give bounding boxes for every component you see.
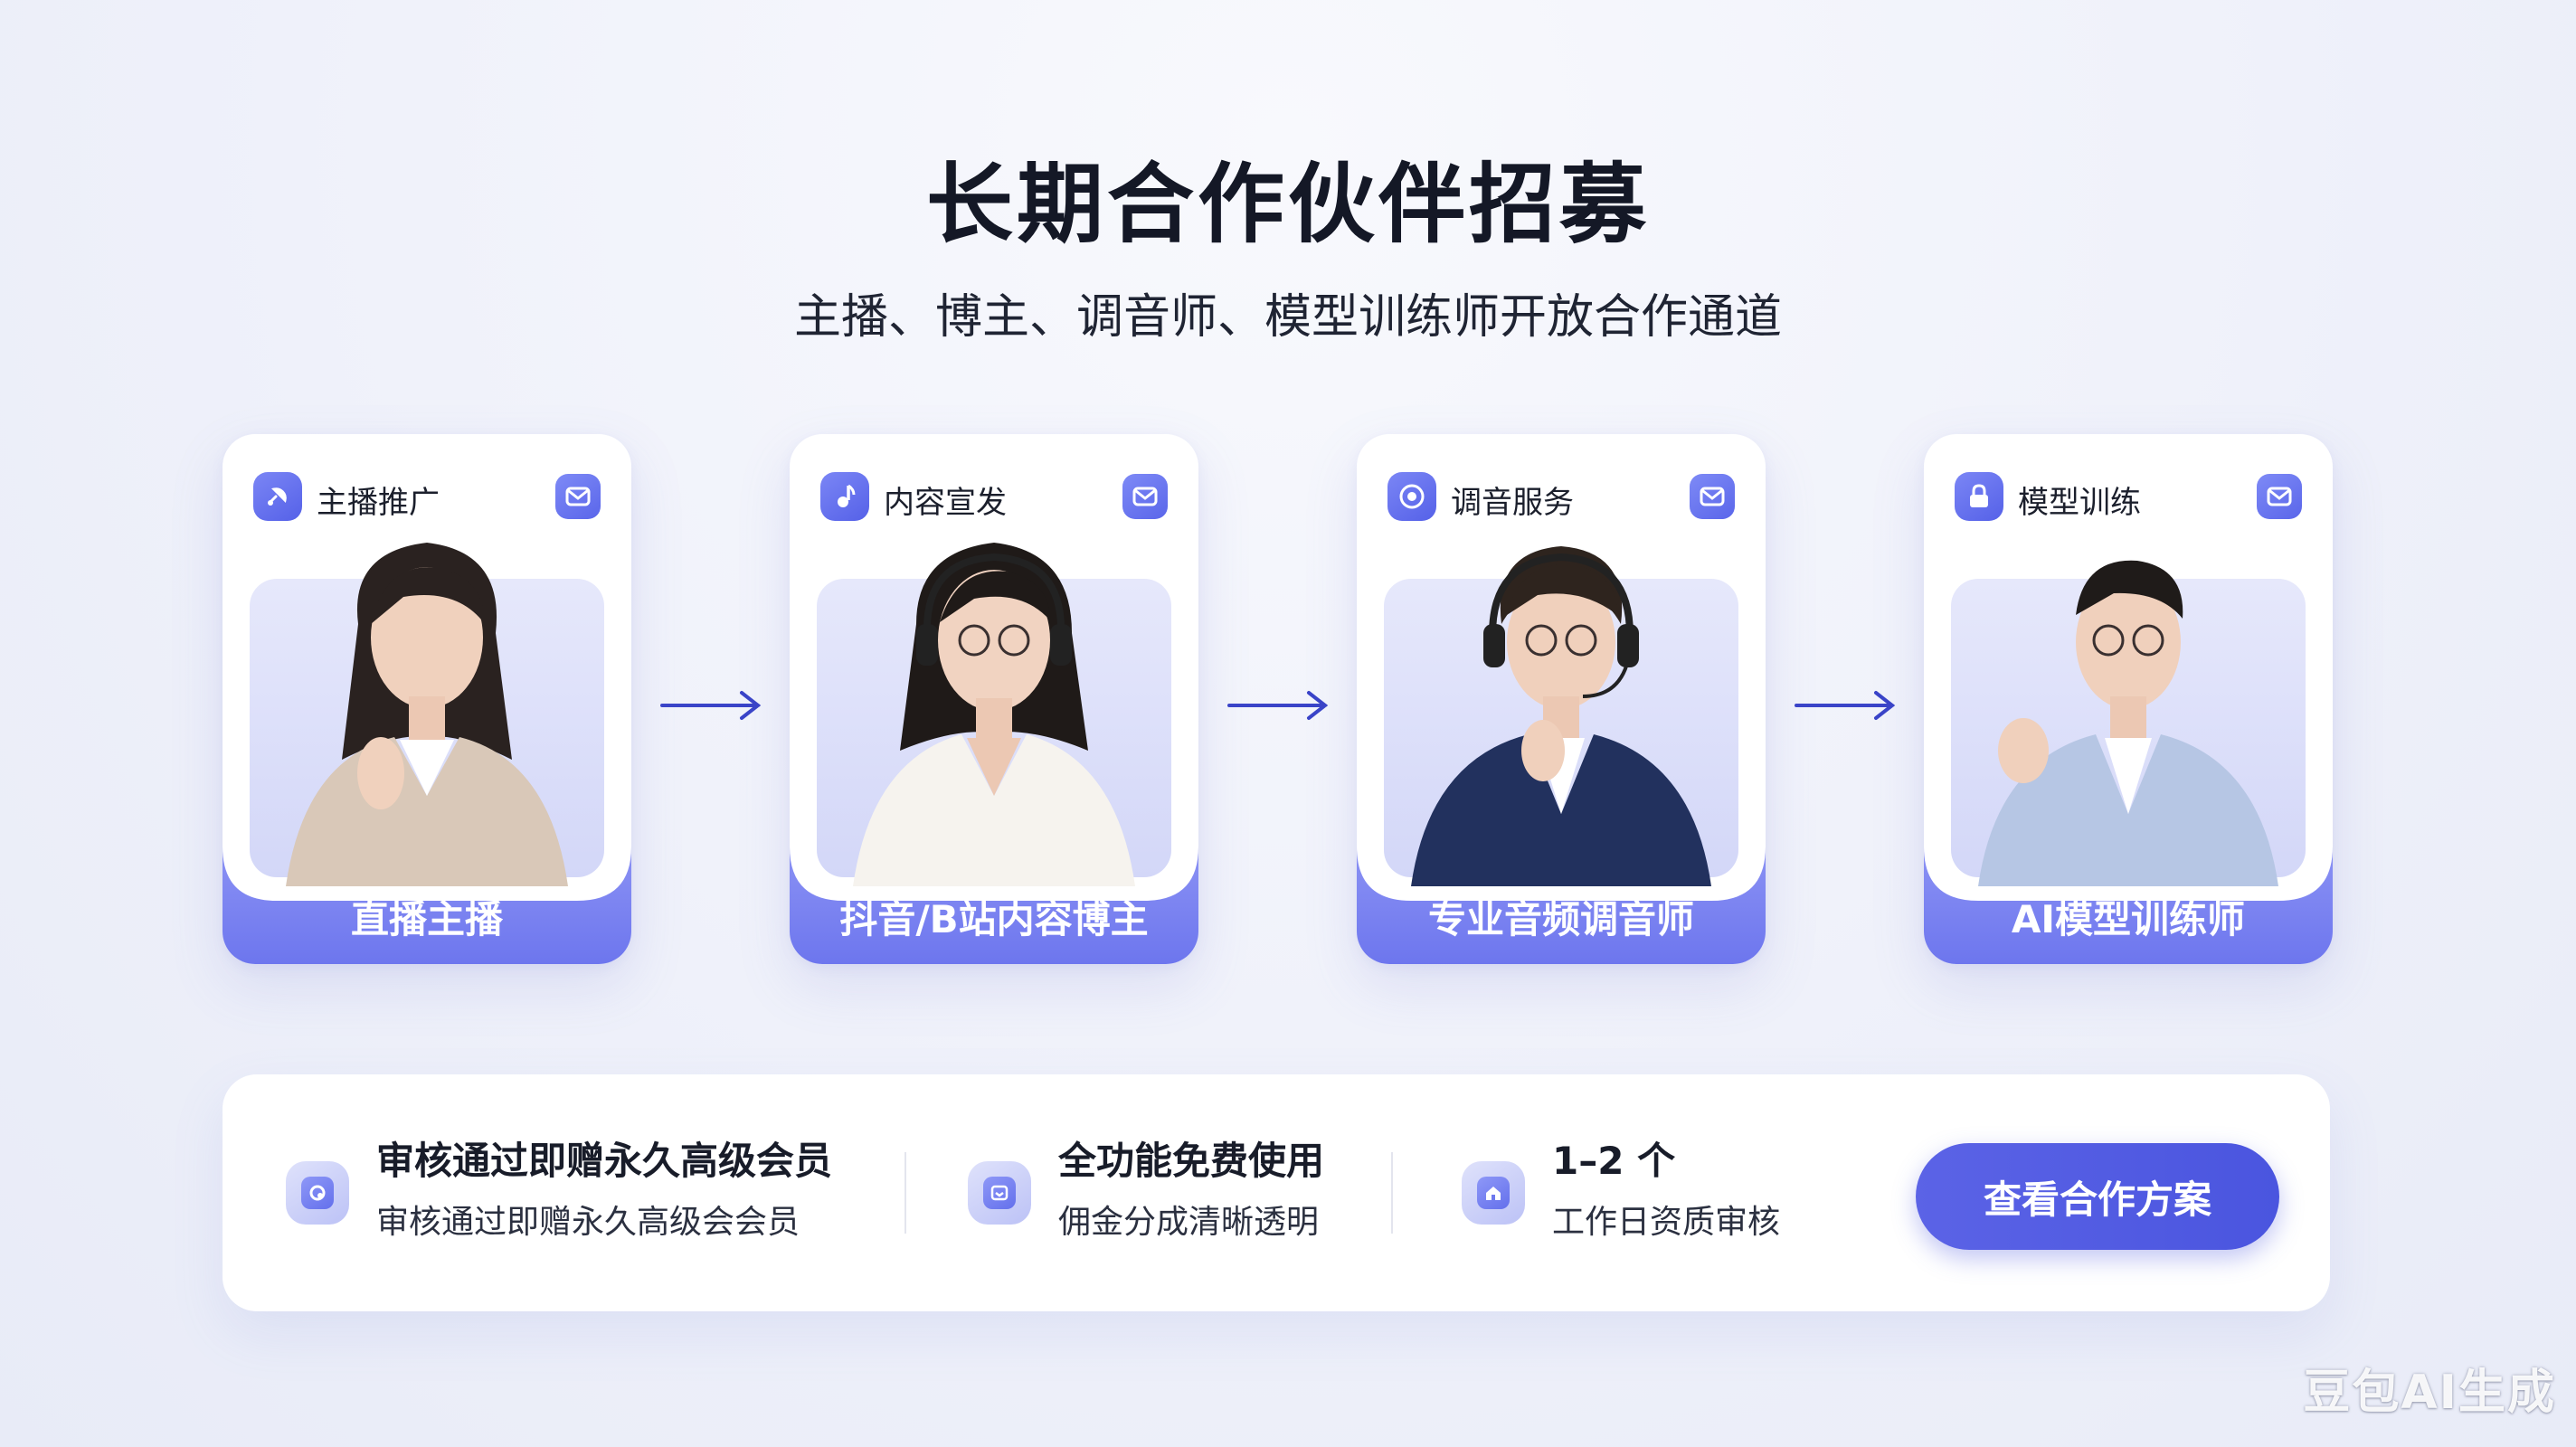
mail-icon[interactable] [555,474,601,519]
record-icon [1387,472,1436,521]
role-label: AI模型训练师 [2011,897,2246,941]
divider [1391,1152,1393,1234]
card-label: 调音服务 [1451,485,1574,521]
divider [904,1152,906,1234]
mail-icon[interactable] [1690,474,1735,519]
role-band [790,846,1198,964]
model-trainer-portrait [1978,560,2278,886]
mail-icon[interactable] [2257,474,2302,519]
card-header: 调音服务 [1387,470,1735,525]
card-header: 内容宣发 [820,470,1168,525]
arrow-right-icon [1795,691,1896,720]
anchor-portrait [286,543,568,886]
partner-card-content[interactable]: 内容宣发 抖音/B站内容博主 [790,434,1198,964]
arrow-right-icon [1227,691,1329,720]
partner-card-model[interactable]: 模型训练 AI模型训练师 [1924,434,2333,964]
view-plan-button[interactable]: 查看合作方案 [1916,1143,2279,1250]
benefit-membership: 审核通过即赠永久高级会员 审核通过即赠永久高级会会员 [286,1130,832,1257]
card-label: 内容宣发 [884,485,1007,521]
role-label: 抖音/B站内容博主 [839,897,1149,941]
role-band [223,846,631,964]
hero-title: 长期合作伙伴招募 [926,154,1650,255]
benefit-title: 审核通过即赠永久高级会员 [376,1139,833,1183]
gift-icon [286,1161,349,1225]
calendar-icon [968,1161,1031,1225]
home-icon [1462,1161,1525,1225]
benefit-review-time: 1–2 个 工作日资质审核 [1462,1130,1823,1257]
role-band [1924,846,2333,964]
benefit-free-use: 全功能免费使用 佣金分成清晰透明 [968,1130,1348,1257]
partner-card-anchor[interactable]: 主播推广 直播主播 [223,434,631,964]
role-label: 直播主播 [350,897,503,941]
benefit-title: 1–2 个 [1552,1139,1676,1183]
music-note-icon [820,472,869,521]
audio-engineer-portrait [1411,546,1711,886]
card-header: 主播推广 [253,470,601,525]
watermark: 豆包AI生成 [2303,1366,2556,1420]
partner-card-audio[interactable]: 调音服务 专业音频调音师 [1357,434,1766,964]
benefit-desc: 审核通过即赠永久高级会会员 [376,1204,800,1241]
benefits-panel: 审核通过即赠永久高级会员 审核通过即赠永久高级会会员 全功能免费使用 佣金分成清… [223,1074,2330,1311]
mail-icon[interactable] [1122,474,1168,519]
content-creator-portrait [853,543,1135,886]
card-label: 模型训练 [2018,485,2141,521]
card-header: 模型训练 [1955,470,2302,525]
role-label: 专业音频调音师 [1427,897,1694,941]
card-label: 主播推广 [317,485,440,521]
arrow-right-icon [660,691,762,720]
benefit-desc: 工作日资质审核 [1552,1204,1781,1241]
broadcast-icon [253,472,302,521]
benefit-title: 全功能免费使用 [1058,1139,1325,1183]
lock-icon [1955,472,2003,521]
benefit-desc: 佣金分成清晰透明 [1058,1204,1320,1241]
role-band [1357,846,1766,964]
hero-subtitle: 主播、博主、调音师、模型训练师开放合作通道 [793,290,1782,345]
